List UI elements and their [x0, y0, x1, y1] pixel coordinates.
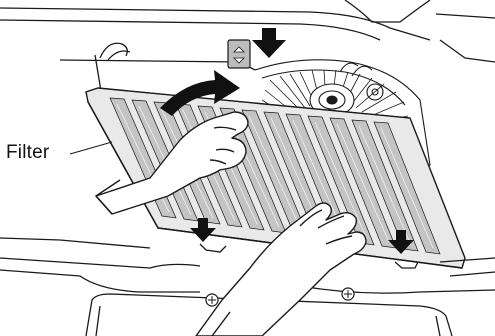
filter-callout-label: Filter	[6, 142, 49, 164]
filter-callout-leader	[70, 142, 112, 154]
latch-tab	[228, 40, 250, 68]
screw-icon	[206, 294, 218, 306]
down-arrow-icon	[252, 28, 286, 58]
screw-icon	[342, 288, 354, 300]
